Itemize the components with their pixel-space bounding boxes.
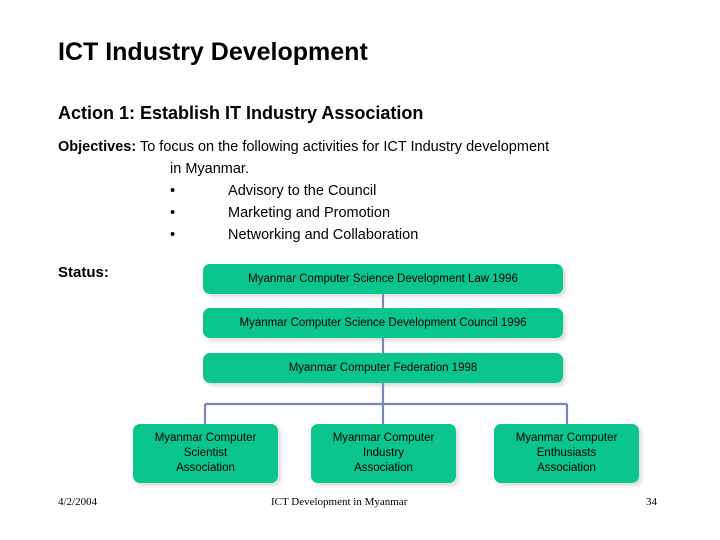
org-node-industry-line-1: Myanmar Computer bbox=[332, 432, 435, 444]
objectives-label: Objectives: bbox=[58, 139, 137, 155]
org-node-enthusiasts-line-2: Enthusiasts bbox=[536, 447, 597, 459]
org-node-industry-line-2: Industry bbox=[363, 447, 404, 459]
list-item: • Advisory to the Council bbox=[58, 180, 698, 202]
bullet-dot-icon: • bbox=[170, 183, 176, 199]
org-node-enthusiasts-label: Myanmar Computer Enthusiasts Association bbox=[516, 431, 618, 476]
list-item: • Marketing and Promotion bbox=[58, 202, 698, 224]
org-node-scientist-line-1: Myanmar Computer bbox=[154, 432, 257, 444]
org-node-council[interactable]: Myanmar Computer Science Development Cou… bbox=[203, 308, 563, 338]
org-node-enthusiasts-association[interactable]: Myanmar Computer Enthusiasts Association bbox=[494, 424, 639, 483]
list-item: • Networking and Collaboration bbox=[58, 224, 698, 246]
footer-page-number: 34 bbox=[646, 496, 657, 508]
org-node-enthusiasts-line-3: Association bbox=[537, 462, 596, 474]
org-node-federation-label: Myanmar Computer Federation 1998 bbox=[288, 361, 478, 374]
action-heading: Action 1: Establish IT Industry Associat… bbox=[58, 103, 424, 123]
org-node-scientist-line-2: Scientist bbox=[183, 447, 228, 459]
org-node-law-label: Myanmar Computer Science Development Law… bbox=[248, 272, 518, 285]
org-node-scientist-line-3: Association bbox=[176, 462, 235, 474]
footer-date: 4/2/2004 bbox=[58, 496, 98, 508]
objectives-text-line-2: in Myanmar. bbox=[170, 161, 249, 177]
org-node-law[interactable]: Myanmar Computer Science Development Law… bbox=[203, 264, 563, 294]
objectives-block: Objectives: To focus on the following ac… bbox=[58, 136, 698, 246]
bullet-label: Marketing and Promotion bbox=[228, 205, 391, 221]
bullet-dot-icon: • bbox=[170, 205, 176, 221]
objectives-bullet-list: • Advisory to the Council • Marketing an… bbox=[58, 180, 698, 246]
org-node-scientist-association[interactable]: Myanmar Computer Scientist Association bbox=[133, 424, 278, 483]
objectives-text-line-1: To focus on the following activities for… bbox=[139, 139, 550, 155]
footer-title: ICT Development in Myanmar bbox=[271, 496, 408, 508]
bullet-label: Networking and Collaboration bbox=[228, 227, 419, 243]
org-node-council-label: Myanmar Computer Science Development Cou… bbox=[239, 316, 527, 329]
bullet-label: Advisory to the Council bbox=[228, 183, 377, 199]
page-title: ICT Industry Development bbox=[58, 38, 368, 66]
org-node-industry-line-3: Association bbox=[354, 462, 413, 474]
org-node-scientist-label: Myanmar Computer Scientist Association bbox=[155, 431, 257, 476]
org-node-enthusiasts-line-1: Myanmar Computer bbox=[515, 432, 618, 444]
slide-footer: 4/2/2004 ICT Development in Myanmar 34 bbox=[0, 496, 720, 518]
bullet-dot-icon: • bbox=[170, 227, 176, 243]
objectives-first-line: Objectives: To focus on the following ac… bbox=[58, 136, 698, 158]
status-label: Status: bbox=[58, 264, 109, 281]
org-node-industry-label: Myanmar Computer Industry Association bbox=[333, 431, 435, 476]
org-node-industry-association[interactable]: Myanmar Computer Industry Association bbox=[311, 424, 456, 483]
org-node-federation[interactable]: Myanmar Computer Federation 1998 bbox=[203, 353, 563, 383]
